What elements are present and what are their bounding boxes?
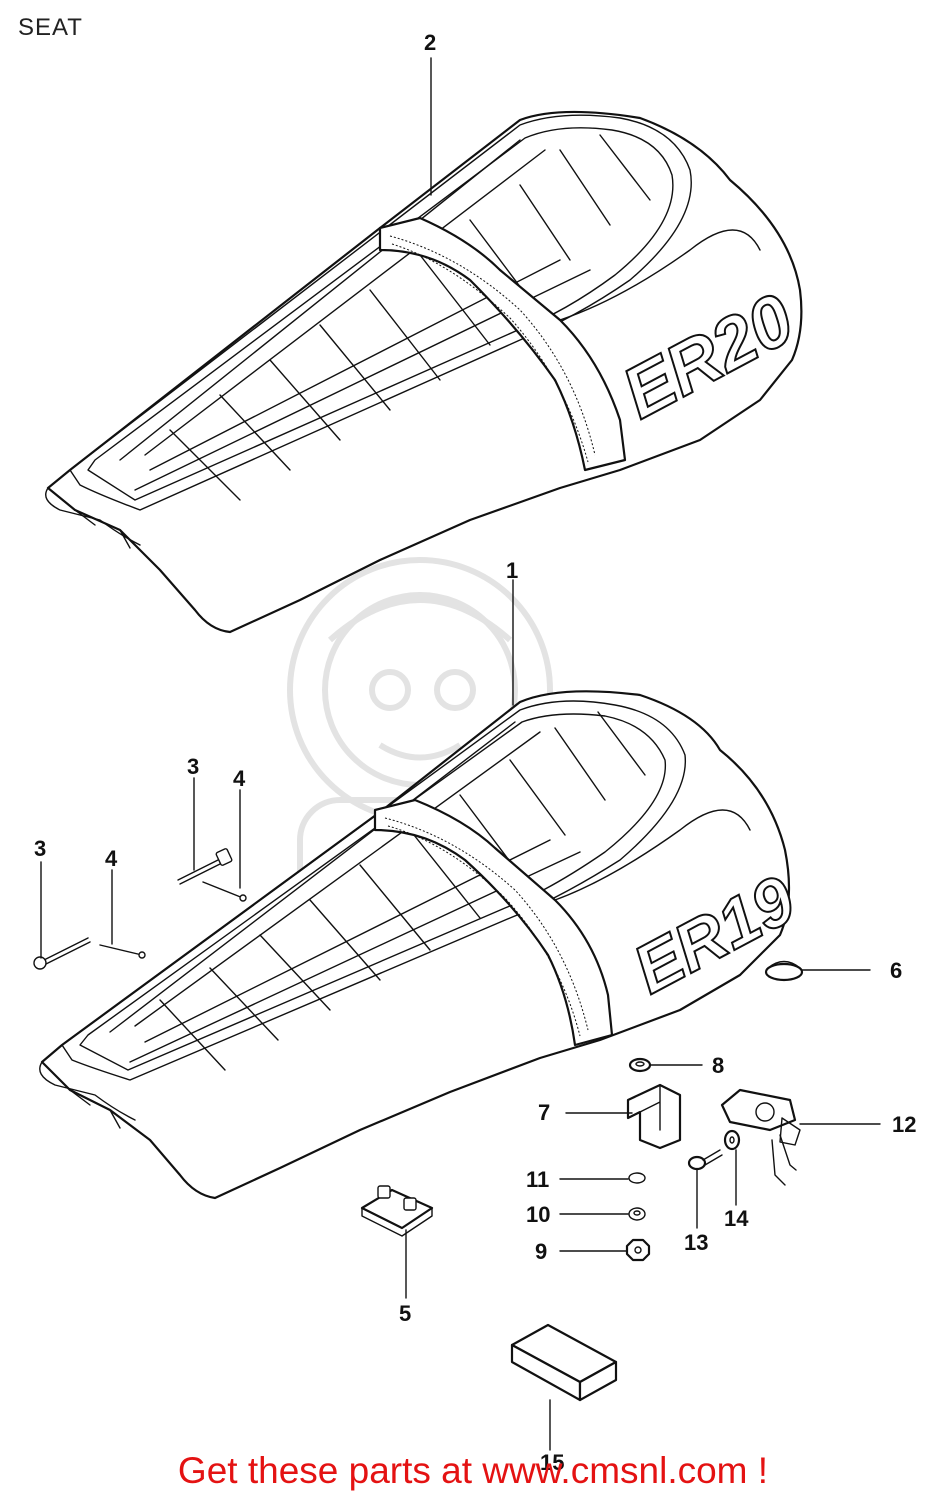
callout-2: 2	[424, 30, 436, 55]
bracket-part-5	[360, 1185, 434, 1237]
grommet-part-6	[764, 960, 804, 982]
callout-7: 7	[538, 1100, 550, 1125]
callout-5: 5	[399, 1301, 411, 1326]
bolt-upper	[177, 848, 233, 885]
seat-lower: ER19	[39, 690, 808, 1200]
bolt-lower	[33, 937, 91, 970]
pad-part-15	[510, 1323, 618, 1402]
callout-labels: 2 1 3 4 3 4 5 6 7 8 9 10 11 12 13 14 15	[34, 30, 916, 1475]
latch-part-7	[626, 1083, 682, 1150]
washer-part-11	[628, 1172, 646, 1184]
callout-11: 11	[526, 1167, 549, 1192]
callout-9: 9	[535, 1239, 547, 1264]
leader-lines	[40, 57, 881, 1451]
callout-3-lower: 3	[34, 836, 46, 861]
callout-13: 13	[684, 1230, 708, 1255]
seat-upper: ER20	[45, 110, 808, 634]
callout-14: 14	[724, 1206, 749, 1231]
pin-upper	[202, 881, 247, 902]
pin-lower	[99, 944, 146, 959]
screw-part-13	[687, 1149, 723, 1171]
footer-link[interactable]: Get these parts at www.cmsnl.com !	[177, 1450, 769, 1491]
lock-part-12	[720, 1088, 801, 1186]
nut-part-9	[625, 1238, 651, 1262]
callout-10: 10	[526, 1202, 550, 1227]
callout-6: 6	[890, 958, 902, 983]
callout-12: 12	[892, 1112, 916, 1137]
callout-1: 1	[506, 558, 518, 583]
nut-part-10	[628, 1207, 646, 1221]
callout-15: 15	[540, 1450, 564, 1475]
washer-part-14	[723, 1129, 741, 1151]
callout-4-upper: 4	[233, 766, 246, 791]
callout-8: 8	[712, 1053, 724, 1078]
callout-3-upper: 3	[187, 754, 199, 779]
callout-4-lower: 4	[105, 846, 118, 871]
washer-part-8	[628, 1057, 652, 1073]
diagram-title: SEAT	[18, 14, 83, 41]
